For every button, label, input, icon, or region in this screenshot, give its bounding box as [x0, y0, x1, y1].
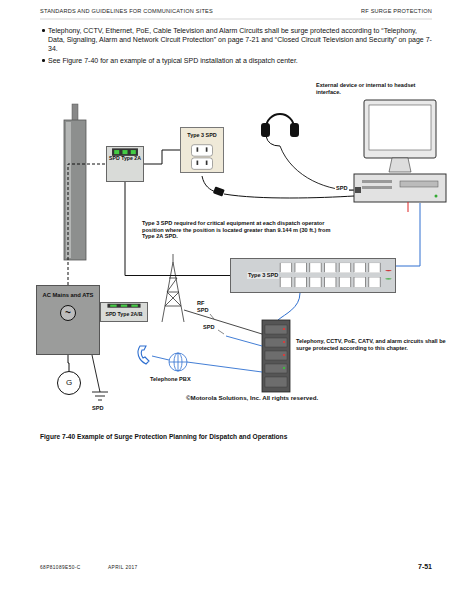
- node-text: Type 3 SPD: [187, 132, 216, 138]
- conduit: [64, 120, 86, 260]
- part-label: Telephone PBX: [150, 376, 191, 383]
- node-decoration: [107, 147, 143, 181]
- node-text: SPD Type 2A: [109, 156, 141, 162]
- note-text: Telephony, CCTV, PoE, CATV, and alarm ci…: [296, 338, 448, 351]
- blue-wire: [396, 203, 420, 266]
- bullet-text: See Figure 7-40 for an example of a typi…: [48, 56, 432, 65]
- spd-panel: SPD Type 2A/B: [100, 302, 148, 322]
- footer-date: APRIL 2017: [108, 565, 138, 571]
- footer-id: 68P81089E50-C: [40, 565, 81, 571]
- phone-line: [152, 356, 169, 360]
- antenna-tower: [162, 254, 184, 322]
- node-text: G: [66, 378, 72, 387]
- callout-label: SPD: [335, 185, 349, 192]
- generator-circle: G: [57, 371, 81, 395]
- ground-wire: [92, 355, 100, 392]
- computer: [354, 100, 446, 202]
- ground-symbol: [92, 392, 108, 400]
- copyright: ©Motorola Solutions, Inc. All rights res…: [186, 394, 318, 401]
- bullet-text: Telephony, CCTV, Ethernet, PoE, Cable Te…: [48, 26, 432, 53]
- node-text: SPD Type 2A/B: [105, 312, 142, 318]
- node-text: AC Mains and ATS: [43, 292, 94, 299]
- callout-label: RF SPD: [196, 300, 218, 313]
- plug: [213, 186, 225, 196]
- blue-wire: [278, 293, 300, 320]
- wire-connector: [68, 355, 69, 371]
- running-header: RF SURGE PROTECTION: [300, 8, 432, 15]
- conduit-pipe: [72, 104, 78, 122]
- leader-line: [218, 330, 224, 334]
- headset-cord: [280, 146, 356, 190]
- callout-label: SPD: [202, 324, 216, 331]
- running-header: STANDARDS AND GUIDELINES FOR COMMUNICATI…: [40, 8, 310, 15]
- ac-mains-box: AC Mains and ATS ~: [36, 285, 100, 355]
- data-line: [187, 362, 262, 372]
- data-line: [226, 336, 262, 346]
- rf-cable: [184, 310, 262, 334]
- node-text: ~: [60, 305, 76, 321]
- spd-module: [355, 187, 361, 193]
- node-text: Type 3 SPD: [247, 272, 279, 278]
- headset: [262, 114, 298, 146]
- red-wire: [408, 202, 409, 212]
- callout-label: SPD: [92, 405, 104, 412]
- spd-panel: SPD Type 2A: [106, 146, 144, 182]
- pbx-globe: [169, 353, 187, 371]
- wire-connector: [144, 150, 180, 164]
- outlet-box: Type 3 SPD: [180, 127, 224, 173]
- page-number: 7-51: [418, 563, 432, 571]
- leader-line: [210, 314, 214, 319]
- cord: [202, 176, 216, 192]
- callout-text: External device or internal to headset i…: [316, 82, 428, 95]
- telephone: [138, 346, 149, 364]
- note-text: Type 3 SPD required for critical equipme…: [142, 220, 338, 240]
- wire-connector: [68, 164, 106, 285]
- equipment-rack: [262, 320, 290, 392]
- power-strip: Type 3 SPD: [230, 258, 396, 293]
- power-cord: [224, 194, 354, 198]
- header-rule: [40, 19, 432, 20]
- figure-caption: Figure 7-40 Example of Surge Protection …: [40, 433, 432, 441]
